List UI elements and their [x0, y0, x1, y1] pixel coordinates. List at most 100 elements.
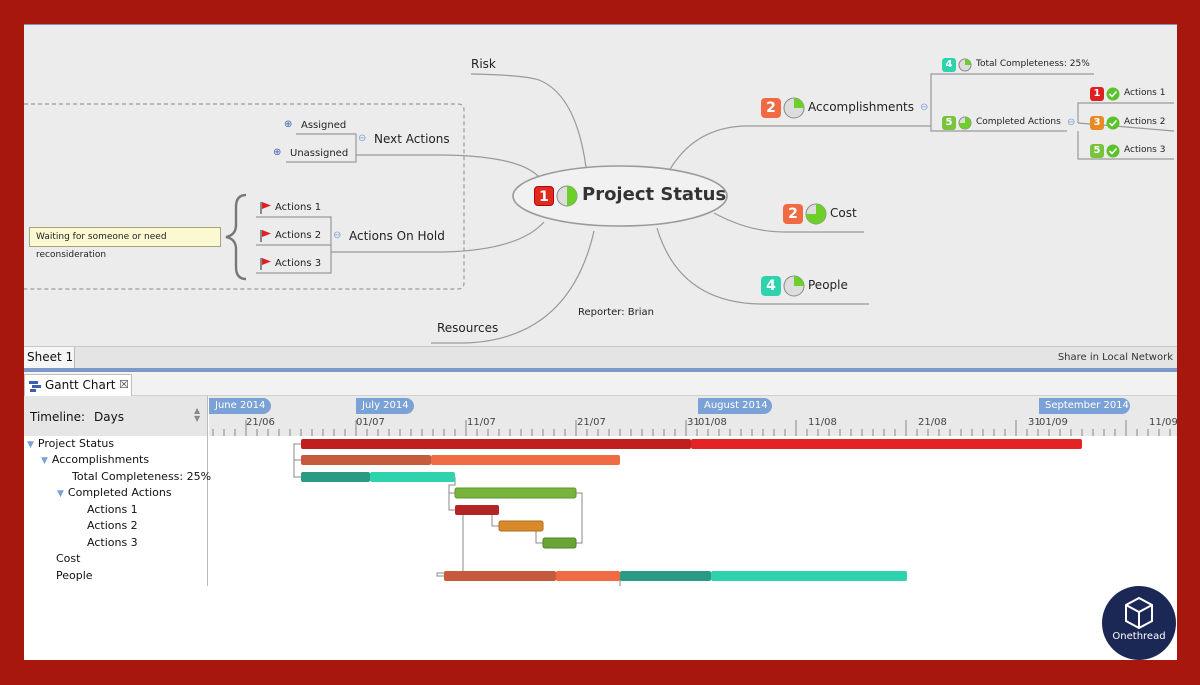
gantt-bars-lower [209, 586, 1177, 616]
accomplishments-connector [668, 125, 931, 172]
month-september: September 2014 [1039, 398, 1130, 414]
sheet-tab[interactable]: Sheet 1 [24, 347, 75, 369]
completed-actions-badge: 5 [942, 116, 956, 130]
bar-total-completeness-remaining[interactable] [370, 472, 455, 482]
task-accomplishments[interactable]: ▼Accomplishments [41, 453, 150, 466]
actions-on-hold-connector [331, 221, 545, 253]
bar-actions-3[interactable] [542, 537, 577, 549]
timeline-value[interactable]: Days [94, 410, 124, 424]
app-window: 1 Project Status Risk Resources Reporter… [24, 24, 1177, 660]
progress-pie-icon [958, 116, 972, 130]
unassigned-label[interactable]: Unassigned [290, 148, 349, 159]
bar-total-completeness-done[interactable] [301, 472, 370, 482]
red-flag-icon [260, 258, 271, 270]
check-icon [1106, 144, 1120, 158]
bar-accomplishments-done[interactable] [301, 455, 431, 465]
completed-actions-label[interactable]: Completed Actions [976, 117, 1061, 127]
task-actions-1[interactable]: Actions 1 [87, 503, 138, 516]
on-hold-action-1[interactable]: Actions 1 [275, 202, 322, 213]
reporter-label: Reporter: Brian [578, 307, 655, 318]
day-label: 31 [1028, 417, 1041, 428]
action-1-label[interactable]: Actions 1 [1124, 88, 1166, 98]
gantt-chart-tab[interactable]: Gantt Chart ☒ [24, 374, 132, 396]
people-badge: 4 [761, 276, 781, 296]
expand-icon[interactable]: ⊕ [284, 119, 293, 130]
accomplishments-label[interactable]: Accomplishments [808, 100, 915, 114]
gantt-task-tree: ▼Project Status ▼Accomplishments Total C… [24, 436, 212, 586]
red-flag-icon [260, 230, 271, 242]
collapse-icon[interactable]: ⊖ [358, 133, 367, 144]
boundary-outline [24, 103, 465, 290]
bar-project-status-remaining[interactable] [691, 439, 1082, 449]
total-completeness-badge: 4 [942, 58, 956, 72]
day-label: 21/06 [246, 417, 275, 428]
collapse-icon[interactable]: ⊖ [920, 102, 929, 113]
central-badge: 1 [534, 186, 554, 206]
spinner-icon[interactable]: ▲▼ [194, 406, 201, 423]
cost-badge: 2 [783, 204, 803, 224]
day-label: 11/07 [467, 417, 496, 428]
people-label[interactable]: People [808, 278, 848, 292]
timeline-selector: Timeline: Days ▲▼ [24, 396, 208, 436]
task-completed-actions[interactable]: ▼Completed Actions [57, 486, 172, 499]
onethread-logo: Onethread [1102, 586, 1176, 660]
task-cost[interactable]: Cost [56, 552, 81, 565]
month-august: August 2014 [698, 398, 772, 414]
bar-people-remaining[interactable] [711, 571, 907, 581]
red-flag-icon [260, 202, 271, 214]
total-completeness-label[interactable]: Total Completeness: 25% [976, 59, 1090, 69]
cost-label[interactable]: Cost [830, 206, 857, 220]
resources-label[interactable]: Resources [437, 321, 499, 335]
timeline-label: Timeline: [30, 410, 86, 424]
mind-map-canvas[interactable]: 1 Project Status Risk Resources Reporter… [24, 24, 1177, 347]
progress-pie-icon [805, 203, 827, 225]
collapse-icon[interactable]: ⊖ [1067, 117, 1076, 128]
action-1-badge: 1 [1090, 87, 1104, 101]
task-project-status[interactable]: ▼Project Status [27, 437, 115, 450]
bar-cost-remaining[interactable] [556, 571, 620, 581]
task-total-completeness[interactable]: Total Completeness: 25% [72, 470, 212, 483]
task-people[interactable]: People [56, 569, 93, 582]
accomplishments-badge: 2 [761, 98, 781, 118]
next-actions-label[interactable]: Next Actions [374, 132, 450, 146]
on-hold-note: Waiting for someone or need reconsiderat… [29, 227, 221, 260]
panel-divider[interactable] [24, 368, 1177, 372]
action-3-label[interactable]: Actions 3 [1124, 145, 1166, 155]
day-label: 11/08 [808, 417, 837, 428]
bar-accomplishments-remaining[interactable] [431, 455, 620, 465]
expand-triangle-icon[interactable]: ▼ [57, 489, 64, 499]
assigned-label[interactable]: Assigned [301, 120, 347, 131]
cost-connector [713, 212, 864, 233]
day-label: 01/09 [1039, 417, 1068, 428]
bar-actions-2[interactable] [498, 520, 544, 532]
actions-on-hold-label[interactable]: Actions On Hold [349, 229, 445, 243]
risk-label[interactable]: Risk [471, 57, 496, 71]
central-topic-ellipse [512, 165, 728, 227]
gantt-icon [29, 381, 41, 392]
central-topic-label[interactable]: Project Status [582, 184, 727, 205]
mind-map-connectors [24, 73, 1175, 344]
sheet-tab-bar: Sheet 1 Share in Local Network [24, 346, 1177, 369]
share-local-network-link[interactable]: Share in Local Network [1057, 352, 1173, 363]
bar-actions-1[interactable] [455, 505, 499, 515]
expand-triangle-icon[interactable]: ▼ [41, 456, 48, 466]
on-hold-action-2[interactable]: Actions 2 [275, 230, 322, 241]
bar-people-done[interactable] [620, 571, 711, 581]
expand-icon[interactable]: ⊕ [273, 147, 282, 158]
on-hold-action-3[interactable]: Actions 3 [275, 258, 322, 269]
month-june: June 2014 [209, 398, 271, 414]
task-actions-3[interactable]: Actions 3 [87, 536, 138, 549]
logo-cube-icon [1125, 596, 1153, 630]
collapse-icon[interactable]: ⊖ [333, 230, 342, 241]
bar-project-status-done[interactable] [301, 439, 691, 449]
progress-pie-icon [783, 97, 805, 119]
expand-triangle-icon[interactable]: ▼ [27, 440, 34, 450]
bar-completed-actions[interactable] [454, 487, 577, 499]
task-actions-2[interactable]: Actions 2 [87, 519, 138, 532]
close-icon[interactable]: ☒ [119, 378, 129, 391]
tick-marks [212, 420, 1171, 436]
resources-connector [431, 230, 595, 344]
action-2-label[interactable]: Actions 2 [1124, 117, 1166, 127]
bar-cost-done[interactable] [444, 571, 556, 581]
check-icon [1106, 87, 1120, 101]
